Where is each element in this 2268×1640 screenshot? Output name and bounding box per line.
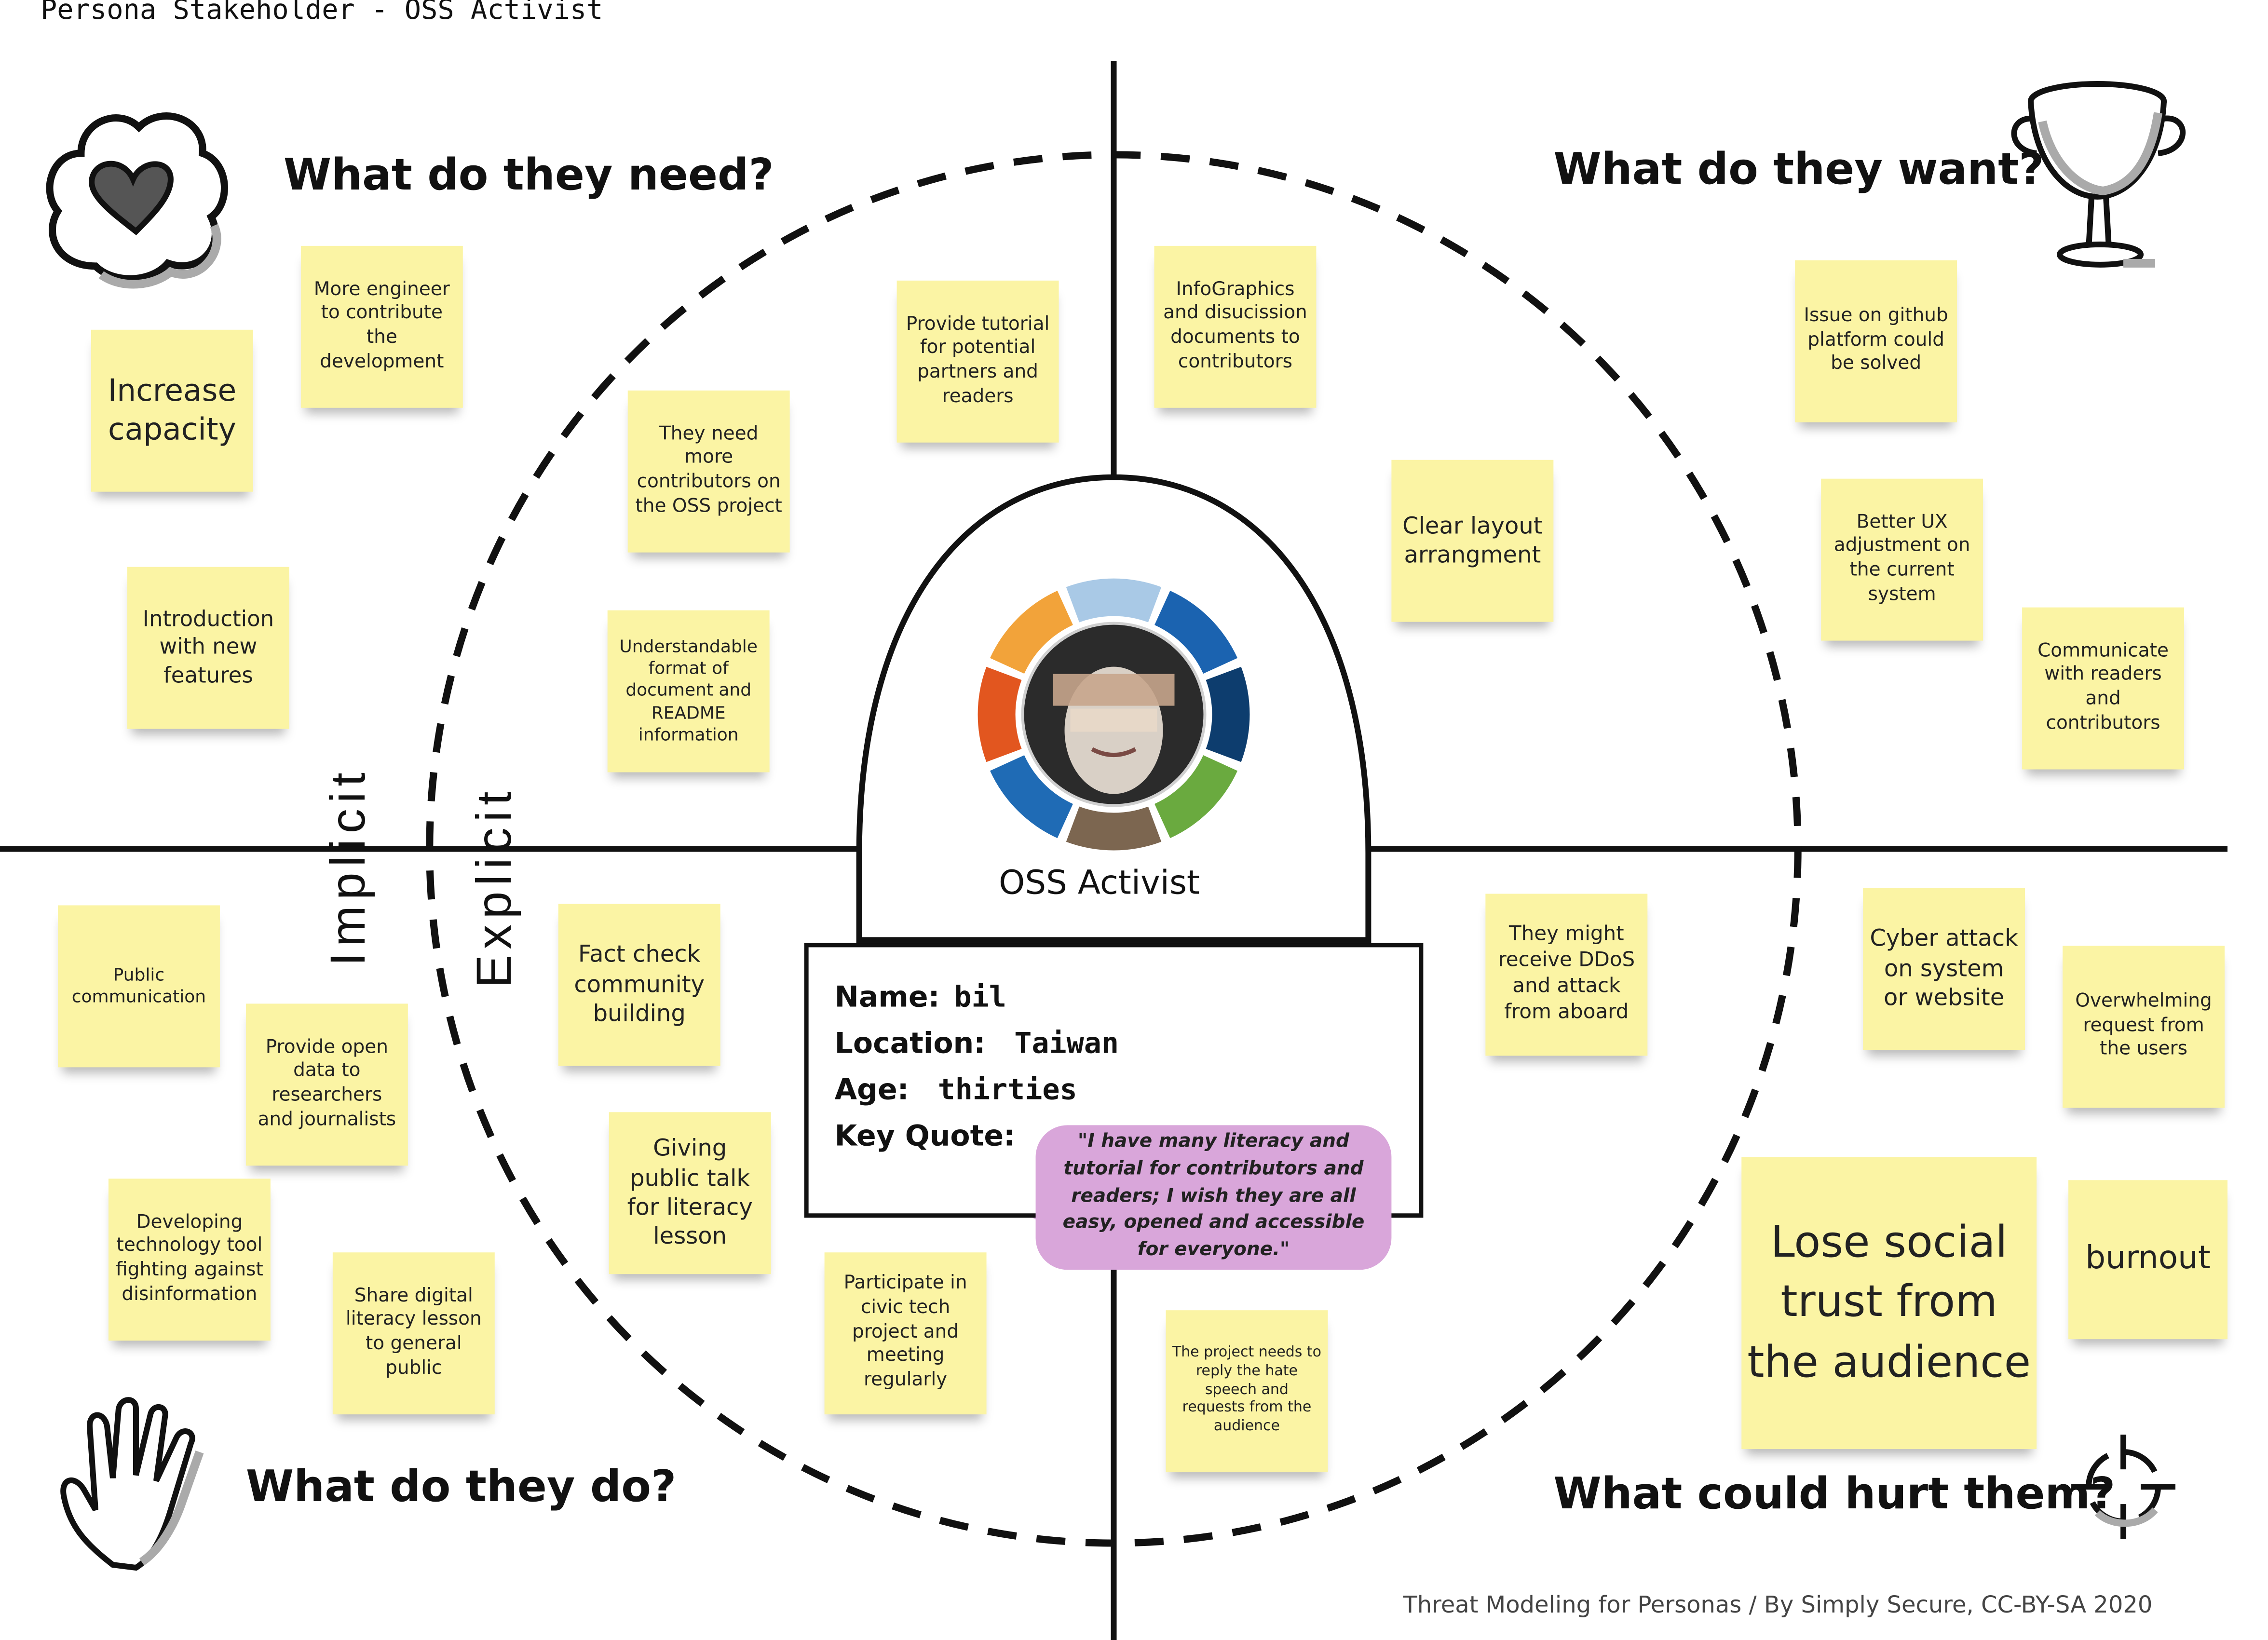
note-increase-capacity: Increase capacity [91,329,253,492]
note-clear-layout: Clear layout arrangment [1391,460,1554,622]
name-row: Name: bil [835,979,1006,1014]
note-infographics: InfoGraphics and disucission documents t… [1154,245,1317,408]
age-key: Age: [834,1071,909,1107]
persona-label: OSS Activist [999,865,1200,903]
avatar [978,578,1250,851]
avatar-ring-segment [1154,591,1238,674]
age-row: Age: thirties [835,1071,1077,1106]
note-participate-civic: Participate in civic tech project and me… [824,1252,987,1415]
note-overwhelming: Overwhelming request from the users [2063,946,2225,1108]
note-provide-tutorial: Provide tutorial for potential partners … [896,280,1059,443]
note-better-ux: Better UX adjustment on the current syst… [1821,478,1983,641]
note-issue-github: Issue on github platform could be solved [1795,260,1957,422]
note-fact-check: Fact check community building [558,904,720,1066]
hand-icon [60,1397,204,1571]
note-developing-technology: Developing technology tool fighting agai… [108,1179,271,1341]
key-quote-row: Key Quote: [835,1118,1015,1152]
explicit-dashed-circle [426,151,1802,1547]
implicit-axis-label: Implicit [321,767,376,966]
location-row: Location: Taiwan [835,1025,1119,1060]
location-value: Taiwan [1014,1025,1119,1060]
heart-cloud-icon [46,112,228,289]
name-value: bil [954,979,1006,1014]
avatar-ring-segment [978,666,1022,762]
page-title: Persona Stakeholder - OSS Activist [40,0,603,26]
avatar-ring-segment [990,591,1073,674]
do-quadrant-title: What do they do? [245,1462,677,1513]
note-ddos: They might receive DDoS and attack from … [1485,894,1648,1056]
avatar-ring-segment [1066,806,1162,851]
note-share-digital: Share digital literacy lesson to general… [332,1252,495,1415]
avatar-ring-segment [1154,755,1238,839]
note-communicate: Communicate with readers and contributor… [2022,607,2185,770]
name-key: Name: [834,979,940,1014]
want-quadrant-title: What do they want? [1553,144,2044,195]
hurt-quadrant-title: What could hurt them? [1553,1469,2116,1520]
footer-credit: Threat Modeling for Personas / By Simply… [1403,1591,2153,1619]
note-hate-speech: The project needs to reply the hate spee… [1166,1310,1328,1473]
note-more-engineer: More engineer to contribute the developm… [300,245,463,408]
target-crosshair-icon [2071,1435,2176,1539]
location-key: Location: [834,1025,986,1060]
trophy-cup-icon [2011,81,2186,268]
note-cyber-attack: Cyber attack on system or website [1863,888,2025,1050]
avatar-ring-segment [990,755,1073,839]
age-value: thirties [937,1071,1077,1107]
avatar-ring-segment [1206,666,1250,762]
note-public-communication: Public communication [57,905,220,1068]
explicit-axis-label: Explicit [467,786,522,988]
note-lose-trust: Lose social trust from the audience [1741,1157,2037,1450]
note-introduction-features: Introduction with new features [127,567,289,729]
key-quote-bubble: "I have many literacy and tutorial for c… [1035,1125,1392,1270]
key-quote-key: Key Quote: [834,1118,1016,1153]
note-more-contributors: They need more contributors on the OSS p… [627,390,790,553]
note-provide-open-data: Provide open data to researchers and jou… [245,1003,408,1166]
note-giving-public-talk: Giving public talk for literacy lesson [609,1112,771,1274]
need-quadrant-title: What do they need? [283,150,774,201]
note-burnout: burnout [2068,1180,2228,1340]
note-understandable-format: Understandable format of document and RE… [607,610,770,773]
avatar-ring-segment [1066,578,1162,623]
